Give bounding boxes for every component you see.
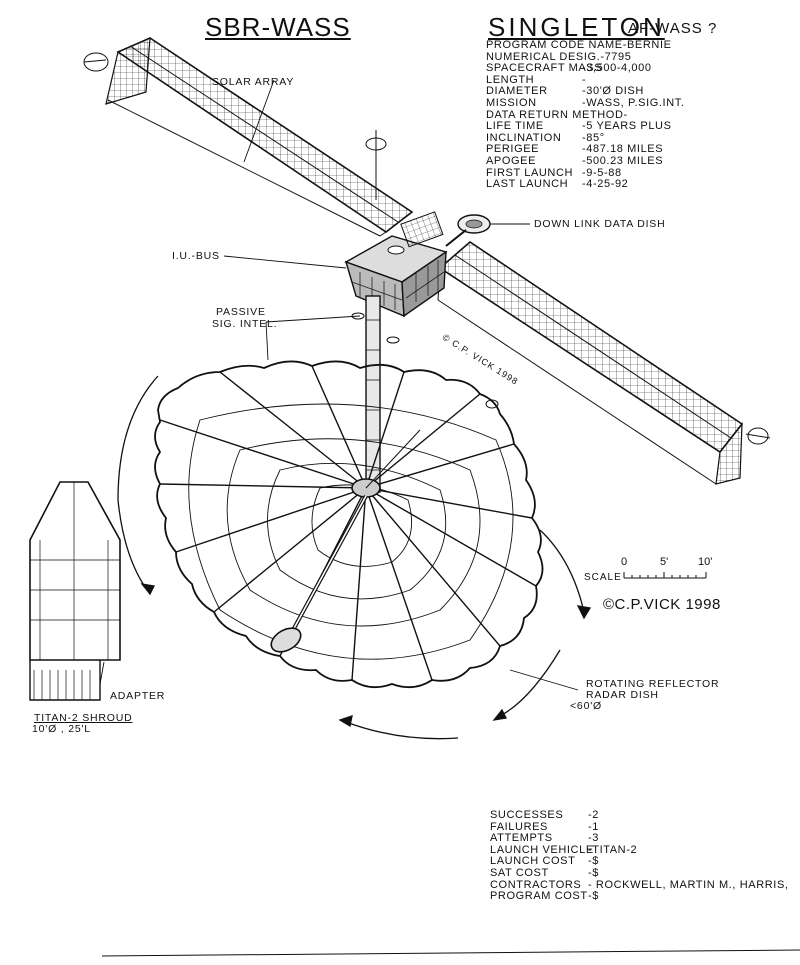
spec-label: NUMERICAL DESIG.: [486, 50, 601, 63]
spec-label: INCLINATION: [486, 131, 562, 144]
spec-label: APOGEE: [486, 154, 537, 167]
label-radar-dish: RADAR DISH: [586, 689, 659, 701]
leader-lines: [99, 79, 579, 691]
stat-label: FAILURES: [490, 820, 548, 833]
label-iu-bus: I.U.-BUS: [172, 250, 220, 262]
spec-value: -4-25-92: [582, 178, 629, 191]
spec-value: -5 YEARS PLUS: [582, 120, 672, 133]
stat-label: PROGRAM COST: [490, 890, 588, 903]
radar-reflector-dish: [154, 360, 544, 689]
stat-row: ATTEMPTS -3: [490, 833, 789, 845]
spec-row: DIAMETER -30'Ø DISH: [486, 86, 685, 98]
stat-row: PROGRAM COST-$: [490, 891, 789, 903]
title-af-wass: AF-WASS ?: [628, 20, 718, 37]
label-titan-shroud: TITAN-2 SHROUD: [34, 712, 133, 724]
spec-label: LIFE TIME: [486, 120, 544, 133]
scale-tick-0: 0: [621, 556, 628, 568]
stat-value: -3: [588, 832, 599, 845]
label-scale: SCALE: [584, 572, 622, 583]
spec-row: DATA RETURN METHOD-: [486, 108, 685, 122]
spec-value: -9-5-88: [582, 166, 622, 179]
rotation-indicator-top: [365, 130, 387, 200]
spec-value: -BERNIE: [622, 39, 672, 51]
spec-row: APOGEE -500.23 MILES: [486, 154, 685, 168]
label-adapter: ADAPTER: [110, 690, 166, 702]
stat-value: -$: [588, 866, 599, 879]
spec-row: INCLINATION -85°: [486, 131, 685, 145]
spec-value: -: [623, 108, 628, 121]
label-sig-intel: SIG. INTEL.: [212, 318, 278, 330]
stat-value: - ROCKWELL, MARTIN M., HARRIS,: [588, 878, 789, 891]
title-singleton: SINGLETON: [488, 12, 665, 42]
spec-label: LAST LAUNCH: [486, 178, 569, 191]
spec-row: PROGRAM CODE NAME-BERNIE: [486, 39, 685, 52]
stat-label: CONTRACTORS: [490, 878, 582, 891]
spec-row: FIRST LAUNCH -9-5-88: [486, 166, 685, 180]
stat-label: SAT COST: [490, 866, 549, 879]
spec-value: -30'Ø DISH: [582, 85, 644, 98]
spec-row: LIFE TIME -5 YEARS PLUS: [486, 121, 685, 133]
label-shroud-dims: 10'Ø , 25'L: [32, 723, 91, 735]
spec-row: MISSION -WASS, P.SIG.INT.: [486, 96, 685, 110]
down-link-dish: [445, 214, 530, 247]
scale-tick-10: 10': [698, 556, 713, 568]
spec-value: -7795: [600, 50, 632, 63]
stat-label: LAUNCH COST: [490, 855, 576, 868]
spec-label: FIRST LAUNCH: [486, 166, 574, 179]
stat-value: -$: [588, 855, 599, 868]
stat-row: LAUNCH COST -$: [490, 856, 789, 868]
solar-array-upper: [83, 37, 414, 237]
stat-value: -$: [588, 890, 599, 903]
spec-label: PROGRAM CODE NAME: [486, 39, 623, 51]
titan-2-shroud: [29, 481, 121, 701]
stat-row: LAUNCH VEHICLE-TITAN-2: [490, 843, 789, 857]
label-down-link: DOWN LINK DATA DISH: [534, 218, 666, 230]
spec-row: LENGTH -: [486, 73, 685, 87]
solar-array-lower: [437, 240, 771, 485]
stat-label: LAUNCH VEHICLE: [490, 843, 594, 856]
mast: [351, 295, 400, 493]
label-dish-diameter: <60'Ø: [570, 700, 602, 712]
stat-value: -TITAN-2: [588, 843, 638, 856]
spec-row: SPACECRAFT MASS-3,500-4,000: [486, 63, 685, 75]
spec-value: -85°: [582, 131, 605, 144]
stat-row: SAT COST -$: [490, 866, 789, 880]
iu-bus: [344, 211, 448, 318]
label-solar-array: SOLAR ARRAY: [212, 76, 295, 88]
spec-value: -3,500-4,000: [582, 62, 652, 75]
spec-label: PERIGEE: [486, 143, 540, 156]
stat-row: CONTRACTORS - ROCKWELL, MARTIN M., HARRIS…: [490, 878, 789, 892]
rotation-arrows: [117, 375, 592, 740]
label-rotating-reflector: ROTATING REFLECTOR: [586, 678, 720, 690]
stat-row: FAILURES -1: [490, 820, 789, 834]
spec-label: DATA RETURN METHOD: [486, 108, 624, 121]
spec-label: LENGTH: [486, 73, 535, 86]
spec-value: -500.23 MILES: [582, 154, 664, 167]
stat-value: -2: [588, 809, 599, 821]
spec-value: -: [582, 73, 587, 86]
stat-value: -1: [588, 820, 599, 833]
spec-row: PERIGEE -487.18 MILES: [486, 144, 685, 156]
spec-value: -487.18 MILES: [582, 143, 664, 156]
spec-row: LAST LAUNCH -4-25-92: [486, 179, 685, 191]
scale-bar: [623, 572, 707, 579]
label-passive: PASSIVE: [216, 306, 266, 318]
spec-row: NUMERICAL DESIG.-7795: [486, 50, 685, 64]
title-sbr-wass: SBR-WASS: [205, 12, 351, 42]
stat-label: SUCCESSES: [490, 809, 564, 821]
stat-label: ATTEMPTS: [490, 832, 553, 845]
bottom-rule: [101, 949, 800, 957]
spec-label: DIAMETER: [486, 85, 548, 98]
scale-tick-5: 5': [660, 556, 669, 568]
copyright: ©C.P.VICK 1998: [603, 596, 721, 613]
stat-row: SUCCESSES -2: [490, 809, 789, 822]
spec-value: -WASS, P.SIG.INT.: [582, 96, 685, 109]
spec-label: MISSION: [486, 96, 537, 109]
